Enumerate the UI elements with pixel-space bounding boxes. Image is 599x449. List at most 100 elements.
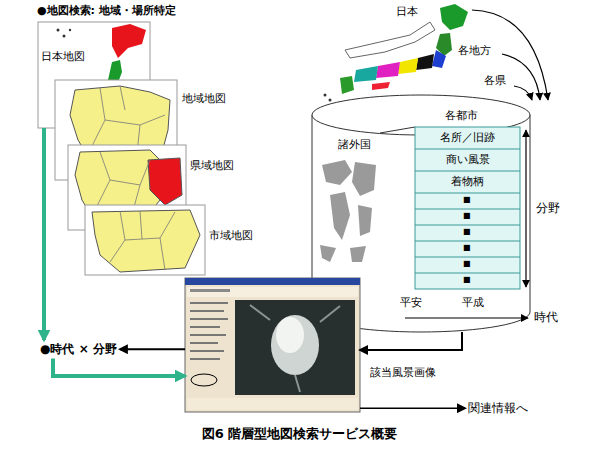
screenshot-window-part — [190, 350, 224, 352]
world-map-image — [320, 160, 376, 262]
node-label: 着物柄 — [415, 175, 520, 188]
japan-regions-map-part — [376, 62, 400, 78]
screenshot-window-part — [276, 317, 304, 353]
node-label: 日本地図 — [41, 50, 85, 63]
axis-label: 時代 — [534, 310, 558, 324]
list-marker: ■ — [463, 259, 471, 269]
node-label: 名所／旧跡 — [415, 131, 520, 144]
japan-map-card-part — [63, 35, 66, 38]
link-text: 関連情報へ — [465, 399, 531, 417]
map-card: 市域地図 — [85, 205, 205, 275]
field-panel — [415, 127, 520, 289]
map-level-label: 日本 — [396, 5, 418, 18]
screenshot-window-part — [190, 302, 228, 304]
japan-regions-map-part — [398, 58, 418, 74]
zoom-arcs-part — [502, 54, 540, 100]
japan-outline — [345, 22, 435, 58]
screenshot-window-part — [185, 278, 360, 285]
node-label: ●時代 × 分野 — [40, 342, 117, 356]
field-row: 商い風景 — [415, 149, 520, 171]
node-label: 諸外国 — [338, 138, 371, 151]
screenshot-window-part — [187, 398, 358, 410]
field-row: 着物柄 — [415, 171, 520, 193]
axis-arrows-part — [525, 130, 526, 287]
japan-regions-map-part — [432, 50, 446, 68]
node-label: 該当風景画像 — [370, 366, 436, 379]
screenshot-window-part — [190, 342, 218, 344]
screenshot-window-part — [187, 287, 358, 297]
node-label: 県域地図 — [190, 159, 234, 172]
world-map-image-part — [352, 162, 376, 196]
world-map-image-part — [350, 246, 366, 262]
japan-regions-map — [324, 4, 469, 102]
flow-arrow — [360, 407, 465, 409]
zoom-arcs-part — [514, 86, 532, 100]
cylinder-database-part — [530, 115, 531, 312]
city-map-card-part — [110, 211, 175, 270]
flow-arrow — [120, 348, 185, 350]
japan-map-card-part — [69, 29, 71, 31]
list-marker: ■ — [463, 227, 471, 237]
list-marker: ■ — [463, 211, 471, 221]
figure-caption: 図6 階層型地図検索サービス概要 — [0, 426, 599, 442]
era-label: 平安 — [400, 296, 422, 309]
cylinder-database-part — [380, 127, 415, 133]
axis-label: 分野 — [536, 201, 560, 215]
flow-arrow — [42, 128, 46, 340]
axis-arrows-part — [405, 317, 528, 318]
era-label: 平成 — [462, 296, 484, 309]
map-card: 日本地図 — [38, 22, 150, 128]
flow-arrow — [53, 358, 185, 376]
screenshot-window-part — [185, 278, 360, 412]
japan-outline-part — [345, 22, 435, 58]
prefecture-map-card-part — [148, 158, 182, 205]
list-marker: ■ — [463, 275, 471, 285]
screenshot-window-part — [271, 315, 319, 375]
screenshot-window-part — [190, 334, 226, 336]
field-panel-part — [415, 149, 520, 273]
node-label: 商い風景 — [415, 153, 520, 166]
japan-regions-map-part — [324, 94, 327, 97]
japan-regions-map-part — [372, 82, 390, 90]
world-map-image-part — [358, 205, 372, 236]
field-panel-part — [415, 127, 520, 289]
city-map-card-part — [85, 205, 205, 275]
screenshot-window-part — [191, 374, 217, 386]
japan-regions-map-part — [340, 76, 354, 94]
japan-map-card-part — [57, 29, 60, 32]
node-label: 各都市 — [445, 109, 478, 122]
map-level-label: 各地方 — [458, 44, 491, 57]
japan-regions-map-part — [354, 66, 378, 82]
field-row: 名所／旧跡 — [415, 127, 520, 149]
section-heading: ●地図検索: 地域・場所特定 — [37, 4, 176, 17]
screenshot-window-part — [190, 289, 230, 292]
japan-map-card-part — [112, 24, 146, 58]
city-map-card — [85, 205, 205, 275]
screenshot-window-part — [250, 305, 340, 392]
axis-arrows — [405, 130, 528, 318]
japan-regions-map-part — [329, 99, 332, 102]
list-marker: ■ — [463, 243, 471, 253]
list-marker: ■ — [463, 195, 471, 205]
map-card: 県域地図 — [68, 145, 186, 230]
node-label: 関連情報へ — [468, 401, 528, 415]
map-card: 地域地図 — [55, 80, 177, 180]
japan-regions-map-part — [440, 4, 468, 30]
screenshot-window-part — [190, 318, 228, 320]
screenshot-window-part — [190, 358, 220, 360]
world-map-image-part — [322, 160, 352, 185]
flow-arrow — [360, 332, 462, 350]
map-level-label: 各県 — [484, 74, 506, 87]
world-map-image-part — [320, 245, 336, 262]
world-map-image-part — [330, 192, 350, 240]
screenshot-window — [185, 278, 360, 412]
step-text: ●時代 × 分野 — [37, 340, 120, 358]
japan-regions-map-part — [416, 54, 434, 70]
screenshot-window-part — [235, 300, 355, 395]
node-label: 地域地図 — [182, 92, 226, 105]
node-label: 市域地図 — [209, 229, 253, 242]
city-map-card-part — [92, 210, 200, 272]
